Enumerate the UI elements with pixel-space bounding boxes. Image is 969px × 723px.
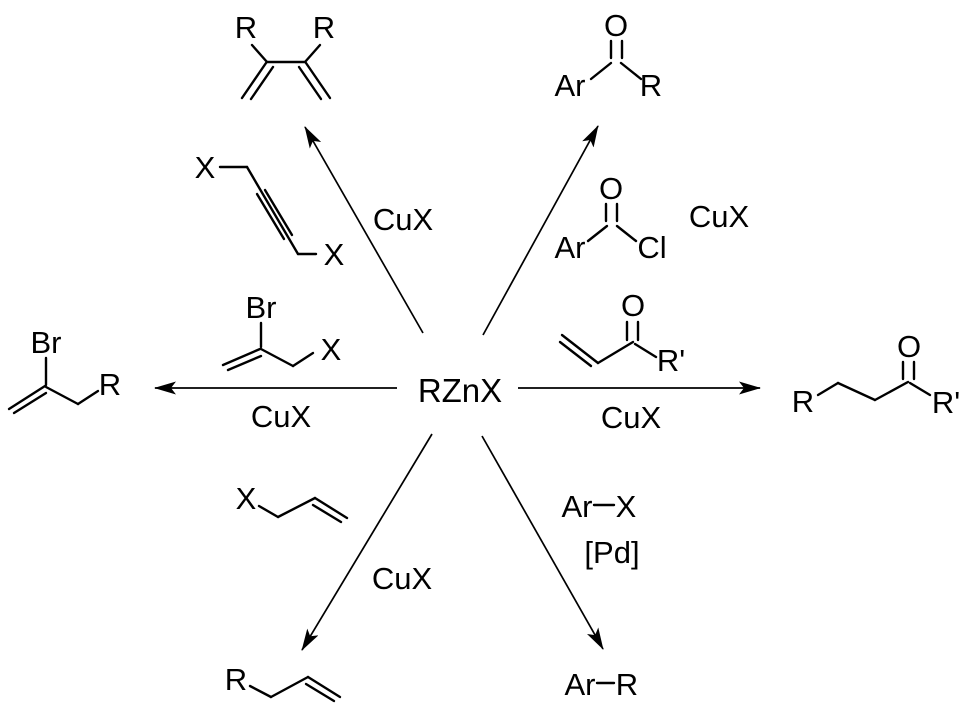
aryl-ketone-product: O Ar R [555, 8, 663, 103]
bond [873, 380, 910, 402]
aroyl-chloride-reagent: O Ar Cl [555, 171, 667, 265]
bond [250, 43, 269, 64]
atom-label-r-prime: R' [932, 385, 960, 420]
bromoallyl-product: Br R [7, 325, 121, 415]
triple-bond-line [245, 165, 300, 256]
bond [291, 351, 315, 368]
catalyst-label: CuX [372, 561, 433, 596]
atom-label-ar: Ar [562, 489, 593, 524]
arrow-group [154, 125, 761, 651]
arrow-to-diene [304, 126, 424, 334]
atom-label-r: R [225, 662, 247, 697]
aryl-halide-reagent: Ar X [562, 489, 637, 524]
atom-label-r: R [235, 10, 257, 45]
double-bond-line [249, 65, 275, 101]
atom-label-cl: Cl [637, 230, 666, 265]
atom-label-o: O [599, 171, 623, 206]
atom-label-ar: Ar [565, 667, 596, 702]
double-bond-line [12, 391, 48, 415]
bond [615, 224, 638, 243]
bond [816, 381, 840, 397]
atom-label-r: R [792, 384, 814, 419]
bond [836, 381, 877, 402]
triple-bond-line [255, 192, 286, 241]
catalyst-label: CuX [251, 399, 312, 434]
reaction-cross-coupling: Ar X [Pd] Ar R [562, 489, 640, 702]
atom-label-x: X [616, 489, 637, 524]
atom-label-ar: Ar [555, 230, 586, 265]
atom-label-r-prime: R' [657, 343, 685, 378]
double-bond-line [304, 682, 336, 703]
arrow-to-allyl-product [301, 433, 433, 651]
catalyst-label: CuX [601, 400, 662, 435]
bond [303, 43, 322, 64]
allyl-halide-reagent: X [236, 481, 349, 524]
diene-product: R R [235, 10, 335, 101]
bond [908, 381, 932, 397]
bond [633, 342, 658, 359]
allyl-product: R [225, 662, 342, 703]
bond [76, 389, 100, 406]
reaction-bromoallyl: Br R Br X CuX [7, 290, 342, 434]
atom-label-br: Br [31, 325, 62, 360]
bond [248, 684, 273, 699]
atom-label-br: Br [246, 290, 277, 325]
bond [276, 496, 317, 519]
atom-label-ar: Ar [555, 68, 586, 103]
reaction-diene: R R X X CuX [195, 10, 434, 272]
arrow-to-biaryl [481, 435, 604, 650]
atom-label-x: X [321, 332, 342, 367]
triple-bond-line [263, 188, 294, 237]
double-bond-line [311, 503, 343, 524]
bond [257, 504, 280, 519]
double-bond-line [313, 496, 349, 520]
double-bond-line [297, 65, 323, 101]
reaction-allylation: X R CuX [225, 481, 433, 703]
double-bond-line [226, 354, 263, 372]
bond [269, 675, 310, 699]
center-reagent: RZnX [418, 372, 502, 409]
bond [596, 340, 635, 365]
biaryl-product: Ar R [565, 667, 639, 702]
bond [44, 385, 80, 406]
atom-label-x: X [195, 150, 216, 185]
atom-label-r: R [99, 367, 121, 402]
atom-label-r: R [640, 68, 662, 103]
atom-label-o: O [604, 8, 628, 43]
catalyst-label: CuX [373, 202, 434, 237]
bond [259, 347, 295, 368]
catalyst-label: CuX [689, 199, 750, 234]
double-bond-line [240, 61, 268, 100]
atom-label-r: R [313, 10, 335, 45]
double-bond-line [560, 333, 600, 365]
bond [589, 61, 613, 81]
bond [586, 224, 609, 243]
rznx-label: RZnX [418, 372, 502, 409]
atom-label-o: O [621, 288, 645, 323]
double-bond-line [221, 347, 262, 367]
arrow-to-aryl-ketone [482, 125, 599, 336]
double-bond-line [7, 384, 47, 411]
bond [619, 61, 643, 81]
reaction-conjugate-addition: O R' R O R' CuX [558, 288, 960, 435]
atom-label-x: X [324, 237, 345, 272]
double-bond-line [558, 340, 593, 368]
atom-label-o: O [897, 329, 921, 364]
double-bond-line [304, 61, 332, 100]
dihalobutyne-reagent: X X [195, 150, 345, 272]
reaction-aryl-ketone: O Ar R O Ar Cl CuX [555, 8, 750, 265]
vinyl-ketone-reagent: O R' [558, 288, 685, 378]
conjugate-adduct-product: R O R' [792, 329, 960, 420]
atom-label-x: X [236, 481, 257, 516]
bromoallyl-halide-reagent: Br X [221, 290, 342, 372]
catalyst-label: [Pd] [584, 535, 639, 570]
atom-label-r: R [616, 667, 638, 702]
double-bond-line [306, 675, 342, 699]
